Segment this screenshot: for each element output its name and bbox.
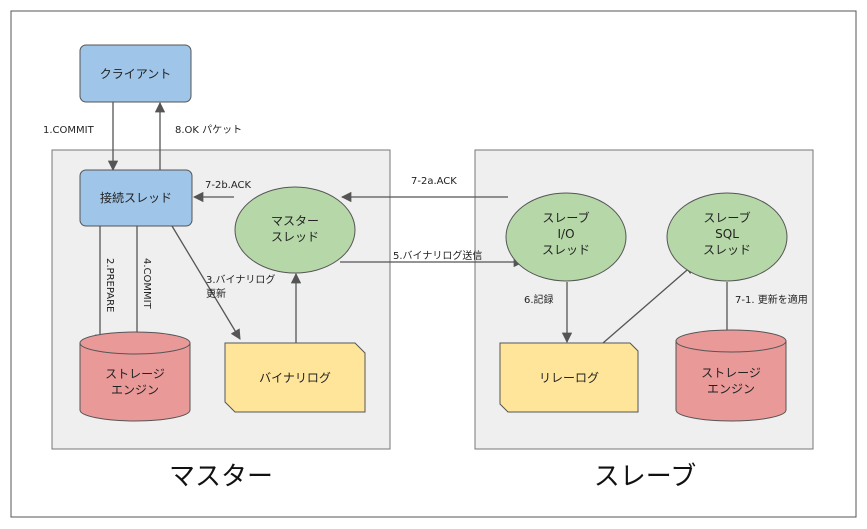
- label-commit-1: 1.COMMIT: [43, 125, 95, 136]
- binary-log-node: バイナリログ: [224, 342, 366, 413]
- master-storage-line2: エンジン: [111, 383, 159, 397]
- slave-region-title: スレーブ: [594, 462, 696, 492]
- label-binlog-update-3-line2: 更新: [206, 287, 226, 300]
- label-ok-packet-8: 8.OK パケット: [175, 124, 242, 136]
- label-binlog-update-3-line1: 3.バイナリログ: [206, 273, 275, 286]
- slave-sql-line2: SQL: [715, 227, 739, 241]
- label-record-6: 6.記録: [524, 293, 554, 306]
- label-binlog-send-5: 5.バイナリログ送信: [393, 249, 482, 262]
- client-label: クライアント: [100, 67, 172, 81]
- slave-sql-thread-node: スレーブ SQL スレッド: [666, 192, 788, 282]
- relay-log-label: リレーログ: [539, 371, 599, 385]
- slave-storage-node: ストレージ エンジン: [675, 329, 787, 422]
- label-ack-7-2b: 7-2b.ACK: [205, 180, 252, 191]
- master-region-title: マスター: [169, 462, 273, 492]
- edge-binlog-update-3: [171, 225, 241, 340]
- master-thread-line1: マスター: [271, 214, 319, 228]
- slave-storage-line2: エンジン: [707, 382, 755, 396]
- edge-relay-to-sql: [602, 263, 695, 344]
- relay-log-node: リレーログ: [499, 342, 639, 413]
- master-thread-line2: スレッド: [271, 230, 319, 244]
- label-commit-4: 4.COMMIT: [141, 258, 152, 310]
- slave-sql-line3: スレッド: [703, 243, 751, 257]
- slave-io-thread-node: スレーブ I/O スレッド: [505, 192, 627, 282]
- connection-thread-label: 接続スレッド: [100, 190, 172, 205]
- label-apply-update-7-1: 7-1. 更新を適用: [735, 293, 808, 306]
- slave-sql-line1: スレーブ: [703, 210, 750, 225]
- slave-storage-line1: ストレージ: [701, 366, 761, 380]
- client-node: クライアント: [79, 44, 192, 103]
- label-prepare-2: 2.PREPARE: [104, 258, 115, 312]
- connection-thread-node: 接続スレッド: [79, 169, 193, 227]
- slave-io-line1: スレーブ: [542, 210, 589, 225]
- master-storage-line1: ストレージ: [105, 367, 165, 381]
- label-ack-7-2a: 7-2a.ACK: [411, 176, 457, 187]
- binary-log-label: バイナリログ: [259, 371, 331, 385]
- slave-io-line2: I/O: [557, 227, 574, 241]
- master-storage-node: ストレージ エンジン: [79, 331, 191, 422]
- master-thread-node: マスター スレッド: [234, 186, 356, 274]
- slave-io-line3: スレッド: [542, 243, 590, 257]
